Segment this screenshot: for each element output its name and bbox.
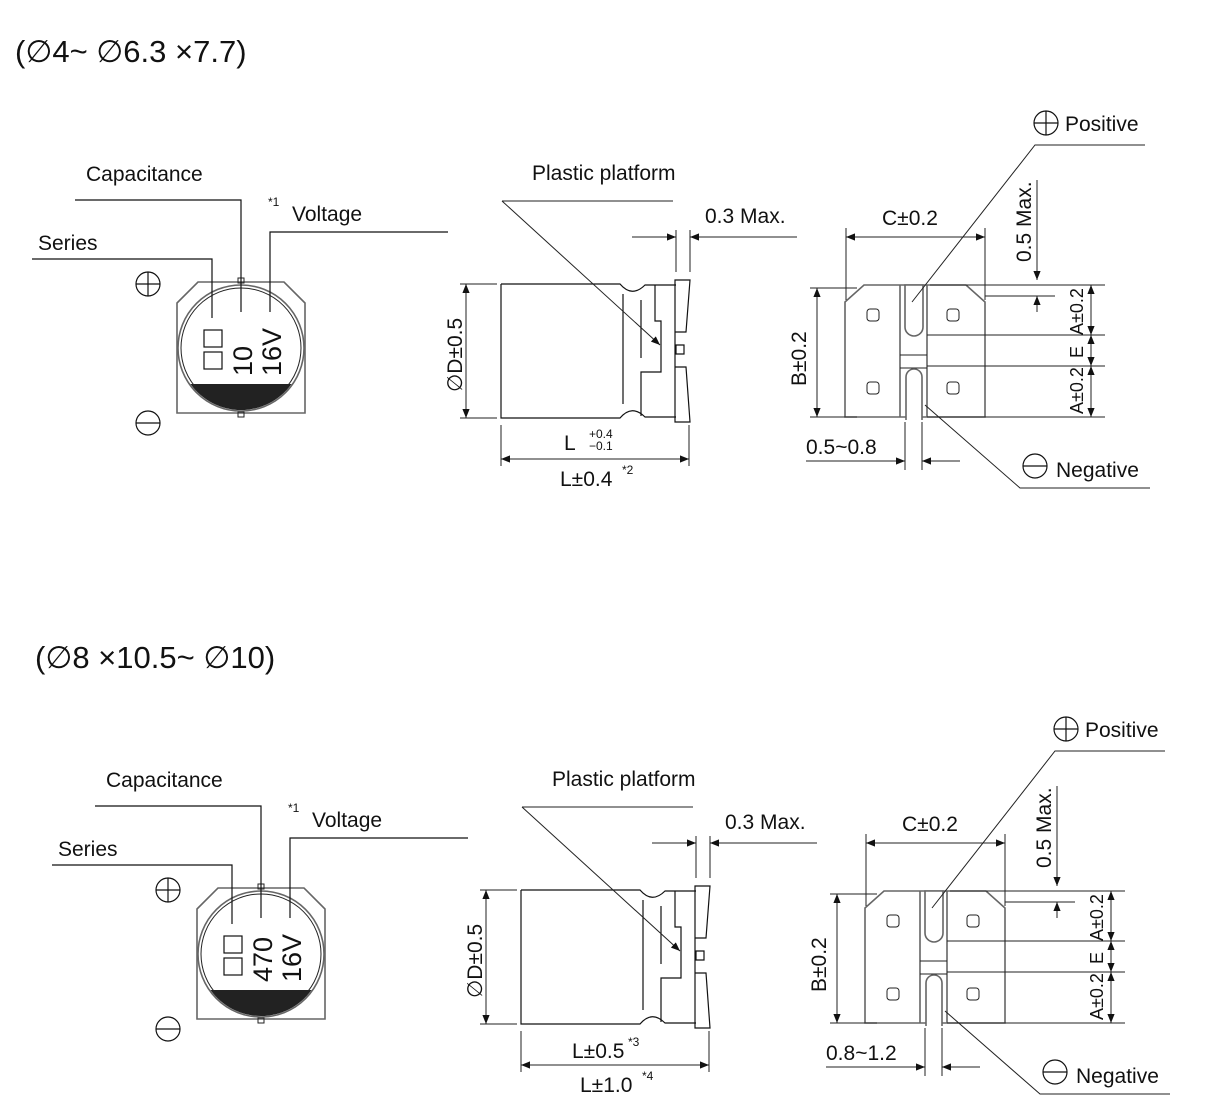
diameter-label: ∅D±0.5 (444, 318, 467, 392)
top-view: 470 16V (52, 805, 468, 1042)
positive-symbol-icon (135, 271, 161, 297)
side-view (460, 200, 797, 466)
voltage-note: *1 (268, 195, 280, 209)
length-label: L (564, 432, 576, 455)
series-label: Series (38, 232, 98, 255)
dimension-block: (∅8 ×10.5~ ∅10) 470 16V Series Capacitanc… (35, 640, 1170, 1097)
dimension-block: (∅4~ ∅6.3 ×7.7) 10 16V Series Capacitance… (15, 34, 1150, 491)
b-dimension-label: B±0.2 (788, 331, 811, 386)
bottom-view (806, 110, 1150, 489)
capacitance-label: Capacitance (86, 163, 203, 186)
section-title: (∅4~ ∅6.3 ×7.7) (15, 34, 247, 69)
a-top-label: A±0.2 (1087, 894, 1107, 941)
length-total-label: L±0.4 (560, 468, 613, 491)
voltage-label: Voltage (292, 203, 362, 226)
voltage-value: 16V (257, 328, 287, 376)
capacitance-label: Capacitance (106, 769, 223, 792)
positive-lead (904, 284, 924, 337)
b-dimension-label: B±0.2 (808, 937, 831, 992)
length-tol-minus: −0.1 (589, 439, 613, 453)
terminal-plate (674, 279, 691, 423)
positive-symbol-icon (1053, 716, 1079, 742)
length-label: L±0.5 (572, 1040, 624, 1063)
negative-stripe (190, 384, 292, 411)
top-view: 10 16V (32, 199, 448, 436)
negative-stripe (210, 990, 312, 1017)
length-note: *3 (628, 1035, 640, 1049)
side-view (480, 806, 817, 1072)
voltage-label: Voltage (312, 809, 382, 832)
capacitor-body-side (500, 283, 676, 419)
positive-label: Positive (1065, 113, 1139, 136)
diameter-label: ∅D±0.5 (464, 924, 487, 998)
a-top-label: A±0.2 (1067, 288, 1087, 335)
negative-symbol-icon (1022, 453, 1048, 479)
max-0-3-label: 0.3 Max. (725, 811, 806, 834)
capacitor-body-side (520, 889, 696, 1025)
e-label: E (1087, 952, 1107, 964)
a-bottom-label: A±0.2 (1087, 973, 1107, 1020)
voltage-value: 16V (277, 934, 307, 982)
capacitance-value: 470 (248, 937, 278, 982)
max-0-5-label: 0.5 Max. (1033, 787, 1056, 868)
series-label: Series (58, 838, 118, 861)
capacitance-value: 10 (228, 346, 258, 376)
plastic-platform-label: Plastic platform (532, 162, 676, 185)
e-label: E (1067, 346, 1087, 358)
positive-label: Positive (1085, 719, 1159, 742)
positive-lead (924, 890, 944, 943)
length-total-note: *4 (642, 1069, 654, 1083)
positive-symbol-icon (155, 877, 181, 903)
negative-lead (925, 974, 943, 1026)
terminal-plate (694, 885, 711, 1029)
positive-symbol-icon (1033, 110, 1059, 136)
negative-label: Negative (1076, 1065, 1159, 1088)
voltage-note: *1 (288, 801, 300, 815)
c-dimension-label: C±0.2 (882, 207, 938, 230)
length-total-label: L±1.0 (580, 1074, 632, 1097)
c-dimension-label: C±0.2 (902, 813, 958, 836)
negative-lead (905, 368, 923, 420)
length-total-note: *2 (622, 463, 634, 477)
section-title: (∅8 ×10.5~ ∅10) (35, 640, 275, 675)
negative-symbol-icon (1042, 1059, 1068, 1085)
plastic-platform-label: Plastic platform (552, 768, 696, 791)
negative-label: Negative (1056, 459, 1139, 482)
negative-symbol-icon (135, 410, 161, 436)
max-0-5-label: 0.5 Max. (1013, 181, 1036, 262)
length-tol-plus: +0.4 (589, 427, 613, 441)
negative-symbol-icon (155, 1016, 181, 1042)
a-bottom-label: A±0.2 (1067, 367, 1087, 414)
bottom-view (826, 716, 1170, 1095)
max-0-3-label: 0.3 Max. (705, 205, 786, 228)
lead-spacing-label: 0.8~1.2 (826, 1042, 897, 1065)
lead-spacing-label: 0.5~0.8 (806, 436, 877, 459)
